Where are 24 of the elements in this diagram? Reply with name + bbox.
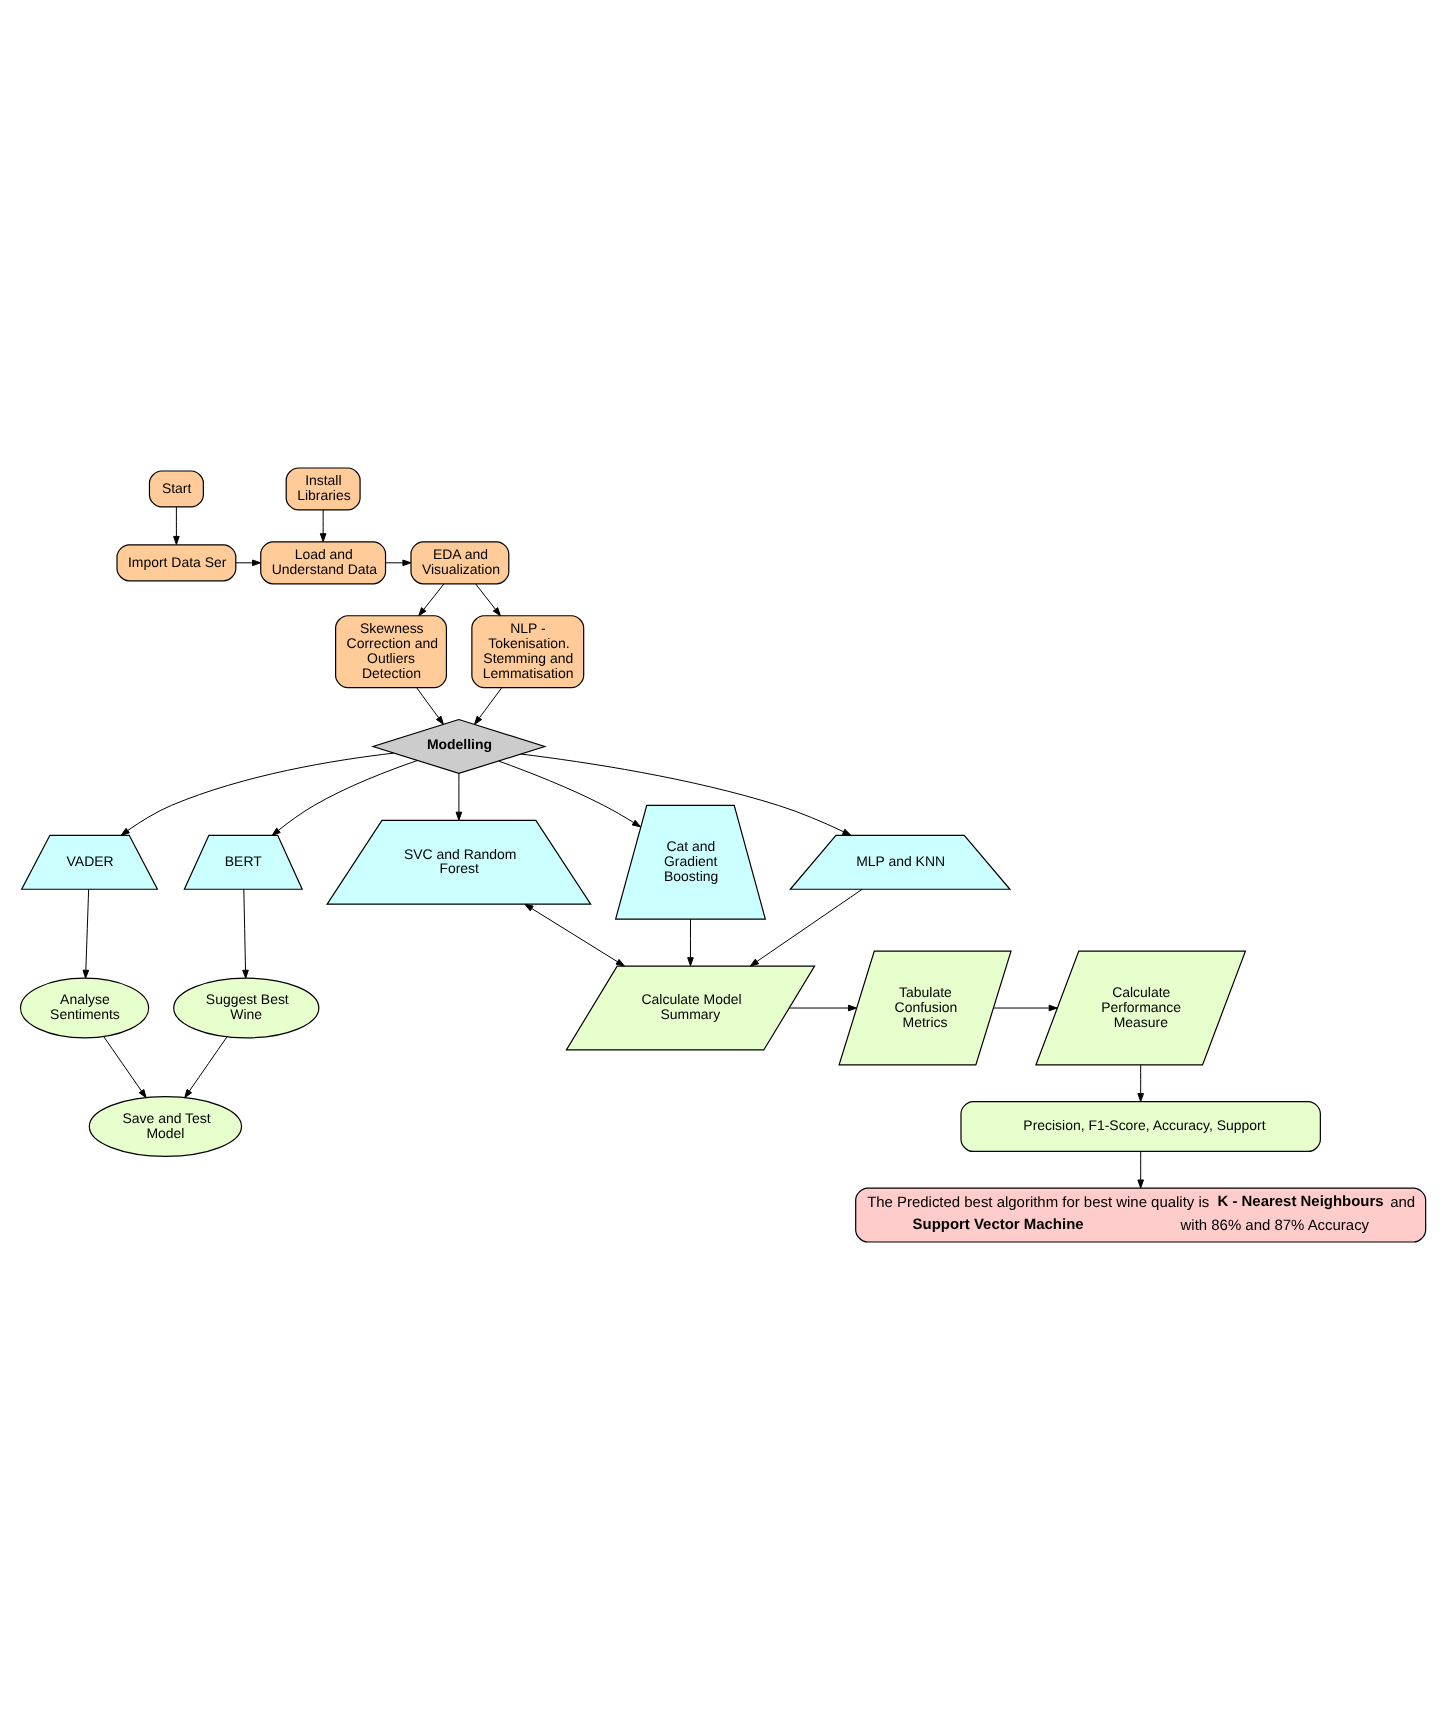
arrow <box>271 760 418 836</box>
arrow <box>520 753 852 836</box>
arrow <box>418 583 445 617</box>
arrow <box>687 918 694 967</box>
arrow <box>319 509 327 543</box>
arrow <box>1137 1151 1144 1189</box>
arrow <box>416 687 444 725</box>
arrow <box>242 888 249 979</box>
arrow <box>524 903 625 967</box>
arrow <box>498 760 641 828</box>
arrow <box>749 888 863 967</box>
arrow <box>385 559 412 567</box>
arrow <box>184 1036 228 1099</box>
arrow <box>788 1004 857 1012</box>
arrow <box>475 583 501 617</box>
arrow <box>474 687 503 725</box>
arrow <box>82 888 90 979</box>
arrow <box>993 1004 1058 1012</box>
arrow <box>235 559 261 567</box>
arrow <box>120 752 395 836</box>
arrow <box>1137 1064 1144 1103</box>
arrow <box>173 506 180 545</box>
arrow <box>103 1036 147 1099</box>
arrow <box>455 773 463 821</box>
